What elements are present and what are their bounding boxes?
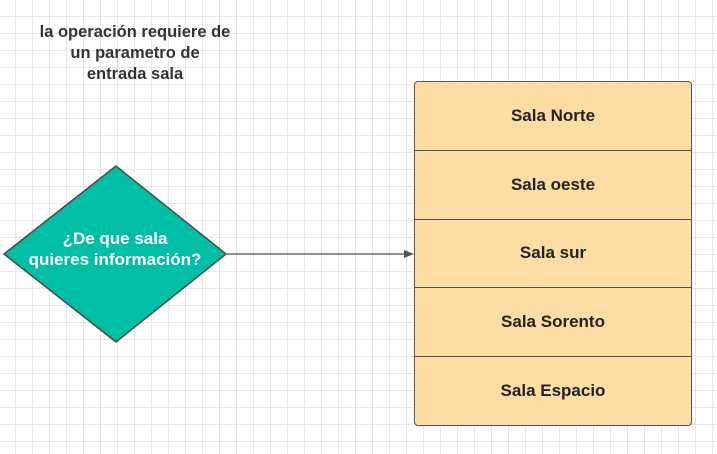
decision-label-line: quieres información?	[28, 250, 202, 269]
annotation-note: la operación requiere de un parametro de…	[20, 22, 250, 85]
room-item-sorento[interactable]: Sala Sorento	[415, 288, 691, 358]
room-item-norte[interactable]: Sala Norte	[415, 82, 691, 151]
room-item-espacio[interactable]: Sala Espacio	[500, 381, 606, 401]
note-line: la operación requiere de	[39, 23, 231, 41]
room-item-sur[interactable]: Sala sur	[415, 220, 691, 289]
decision-label: ¿De que sala quieres información?	[5, 228, 225, 270]
rooms-list[interactable]: Sala Norte Sala oeste Sala sur Sala Sore…	[414, 81, 692, 426]
note-line: un parametro de	[70, 44, 200, 62]
note-line: entrada sala	[86, 65, 184, 83]
room-item-oeste[interactable]: Sala oeste	[415, 151, 691, 220]
decision-label-line: ¿De que sala	[62, 229, 168, 248]
